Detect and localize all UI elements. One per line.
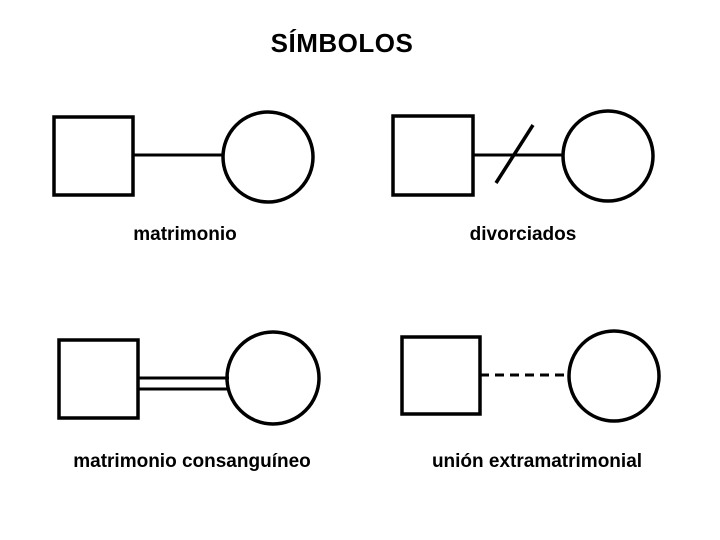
male-square-icon xyxy=(57,338,140,420)
symbol-matrimonio xyxy=(52,110,315,204)
divorce-slash-icon xyxy=(494,124,535,184)
female-circle-icon xyxy=(567,329,661,423)
symbol-matrimonio-consanguineo xyxy=(57,330,321,426)
symbol-divorciados xyxy=(391,109,655,203)
symbol-union-extramatrimonial xyxy=(400,329,661,423)
male-square-icon xyxy=(52,115,135,197)
female-circle-icon xyxy=(225,330,321,426)
symbol-label-matrimonio-consanguineo: matrimonio consanguíneo xyxy=(73,451,311,472)
male-square-icon xyxy=(391,114,475,197)
female-circle-icon xyxy=(561,109,655,203)
female-circle-icon xyxy=(221,110,315,204)
symbol-label-matrimonio: matrimonio xyxy=(133,224,237,245)
symbol-label-divorciados: divorciados xyxy=(469,224,577,245)
symbol-label-union-extramatrimonial: unión extramatrimonial xyxy=(431,451,643,472)
page-title: SÍMBOLOS xyxy=(270,28,414,58)
male-square-icon xyxy=(400,335,482,416)
